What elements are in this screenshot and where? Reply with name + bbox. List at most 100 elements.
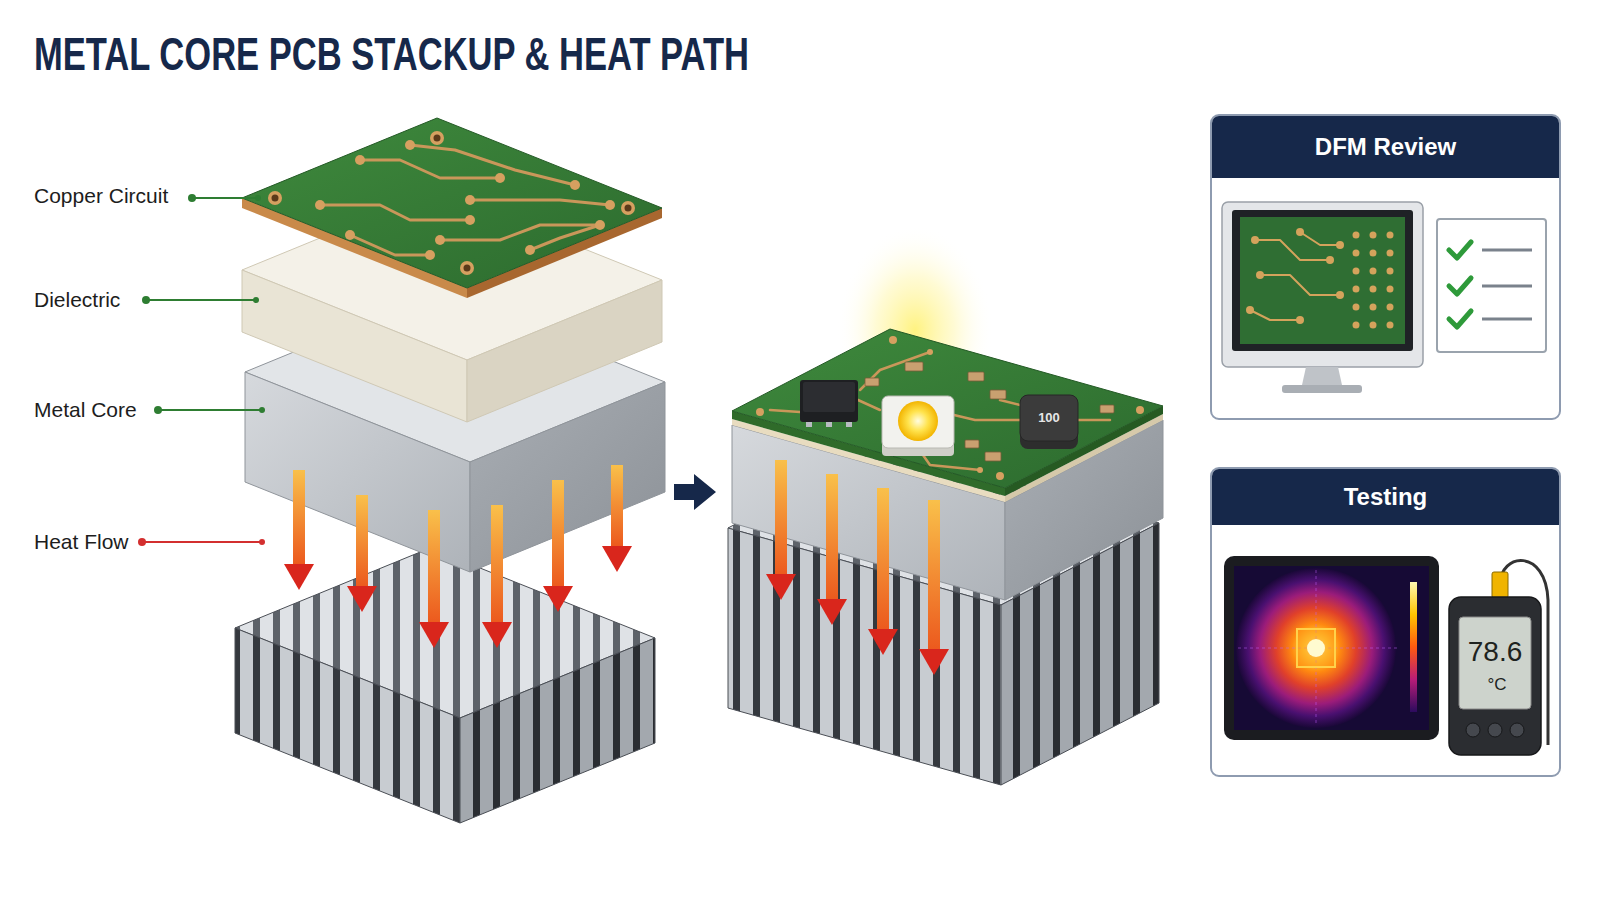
board-traces (770, 410, 800, 412)
screen-pads (1353, 304, 1360, 311)
screen-pads (1387, 286, 1394, 293)
leader-lines (142, 541, 262, 543)
exploded-dielectric (242, 270, 467, 422)
copper-traces (320, 145, 610, 255)
screen-pads (1353, 232, 1360, 239)
dfm-review-panel: DFM Review (1210, 114, 1561, 420)
screen-pads (1326, 256, 1334, 264)
copper-traces (350, 235, 430, 255)
transition-arrow (674, 474, 716, 510)
screen-pads (1387, 322, 1394, 329)
testing-panel: Testing (1210, 467, 1561, 777)
led-package (882, 396, 954, 456)
ic-chip (800, 380, 858, 427)
inductor (1020, 395, 1078, 449)
heat-flow-arrows-assembled (766, 574, 796, 600)
screen-pads (1370, 232, 1377, 239)
heat-flow-arrows-assembled (928, 500, 940, 649)
exploded-heat-sink (235, 548, 655, 823)
board-pads (756, 336, 1144, 480)
board-traces (1078, 419, 1110, 422)
monitor (1222, 202, 1423, 367)
heat-flow-arrows (428, 510, 440, 622)
screen-pads (1387, 304, 1394, 311)
thermometer (1488, 723, 1502, 737)
copper-pads (345, 230, 355, 240)
copper-pads (355, 155, 365, 165)
thermal-tablet (1224, 556, 1439, 740)
screen-pads (1370, 268, 1377, 275)
monitor (1240, 217, 1405, 344)
mounting-holes (268, 191, 282, 205)
screen-pads (1387, 232, 1394, 239)
heat-flow-arrows (552, 480, 564, 586)
screen-pads (1387, 268, 1394, 275)
thermometer (1449, 560, 1548, 755)
mounting-holes (268, 131, 635, 275)
checklist (1437, 219, 1546, 352)
thermometer (1510, 723, 1524, 737)
copper-pads (315, 200, 325, 210)
heat-flow-arrows-assembled (766, 460, 949, 675)
screen-pads (1296, 316, 1304, 324)
board-pads (1136, 406, 1144, 414)
heat-flow-arrows (356, 495, 368, 586)
board-traces (770, 352, 1110, 470)
screen-pads (1353, 268, 1360, 275)
leader-lines (146, 299, 256, 301)
heat-flow-arrows (482, 622, 512, 648)
exploded-copper-board (242, 118, 662, 298)
led-package (882, 396, 954, 448)
screen-pads (1353, 286, 1360, 293)
monitor (1222, 202, 1423, 393)
ic-chip (800, 380, 858, 422)
smd-chips (865, 362, 1114, 461)
leader-lines (138, 194, 265, 546)
ic-chip (806, 422, 812, 427)
heat-flow-arrows (293, 470, 305, 564)
exploded-heat-sink (460, 638, 655, 823)
heat-flow-arrows-assembled (826, 474, 838, 599)
checklist (1482, 285, 1532, 288)
checklist (1449, 242, 1471, 258)
board-components (800, 362, 1114, 461)
layer-label: Heat Flow (34, 530, 129, 554)
board-pads (977, 467, 983, 473)
heat-flow-arrows (419, 622, 449, 648)
heat-flow-arrows (347, 586, 377, 612)
leader-lines (253, 297, 259, 303)
leader-lines (154, 406, 162, 414)
screen-pads (1336, 241, 1344, 249)
screen-pads (1336, 291, 1344, 299)
screen-traces (1300, 232, 1340, 245)
mounting-holes (434, 135, 441, 142)
smd-chips (985, 452, 1001, 461)
mounting-holes (625, 205, 632, 212)
screen-traces (1260, 275, 1340, 295)
screen-pads (1370, 304, 1377, 311)
assembled-pcb (732, 329, 1163, 496)
assembled-pcb (732, 329, 1163, 488)
checklist (1449, 311, 1471, 327)
copper-pads (595, 220, 605, 230)
thermometer (1492, 572, 1508, 598)
board-traces (860, 352, 930, 390)
screen-pads (1256, 271, 1264, 279)
screen-pads (1387, 250, 1394, 257)
screen-pads (1251, 236, 1259, 244)
leader-lines (259, 539, 265, 545)
panel-header: Testing (1212, 469, 1559, 525)
copper-pads (315, 140, 615, 260)
heat-flow-arrows (491, 505, 503, 622)
heat-flow-arrows-assembled (775, 460, 787, 574)
smd-chips (990, 390, 1006, 399)
heat-flow-arrows (284, 564, 314, 590)
leader-lines (259, 407, 265, 413)
mounting-holes (621, 201, 635, 215)
copper-pads (405, 140, 415, 150)
board-pads (996, 472, 1004, 480)
leader-lines (158, 409, 262, 411)
layer-label: Dielectric (34, 288, 120, 312)
copper-pads (495, 173, 505, 183)
